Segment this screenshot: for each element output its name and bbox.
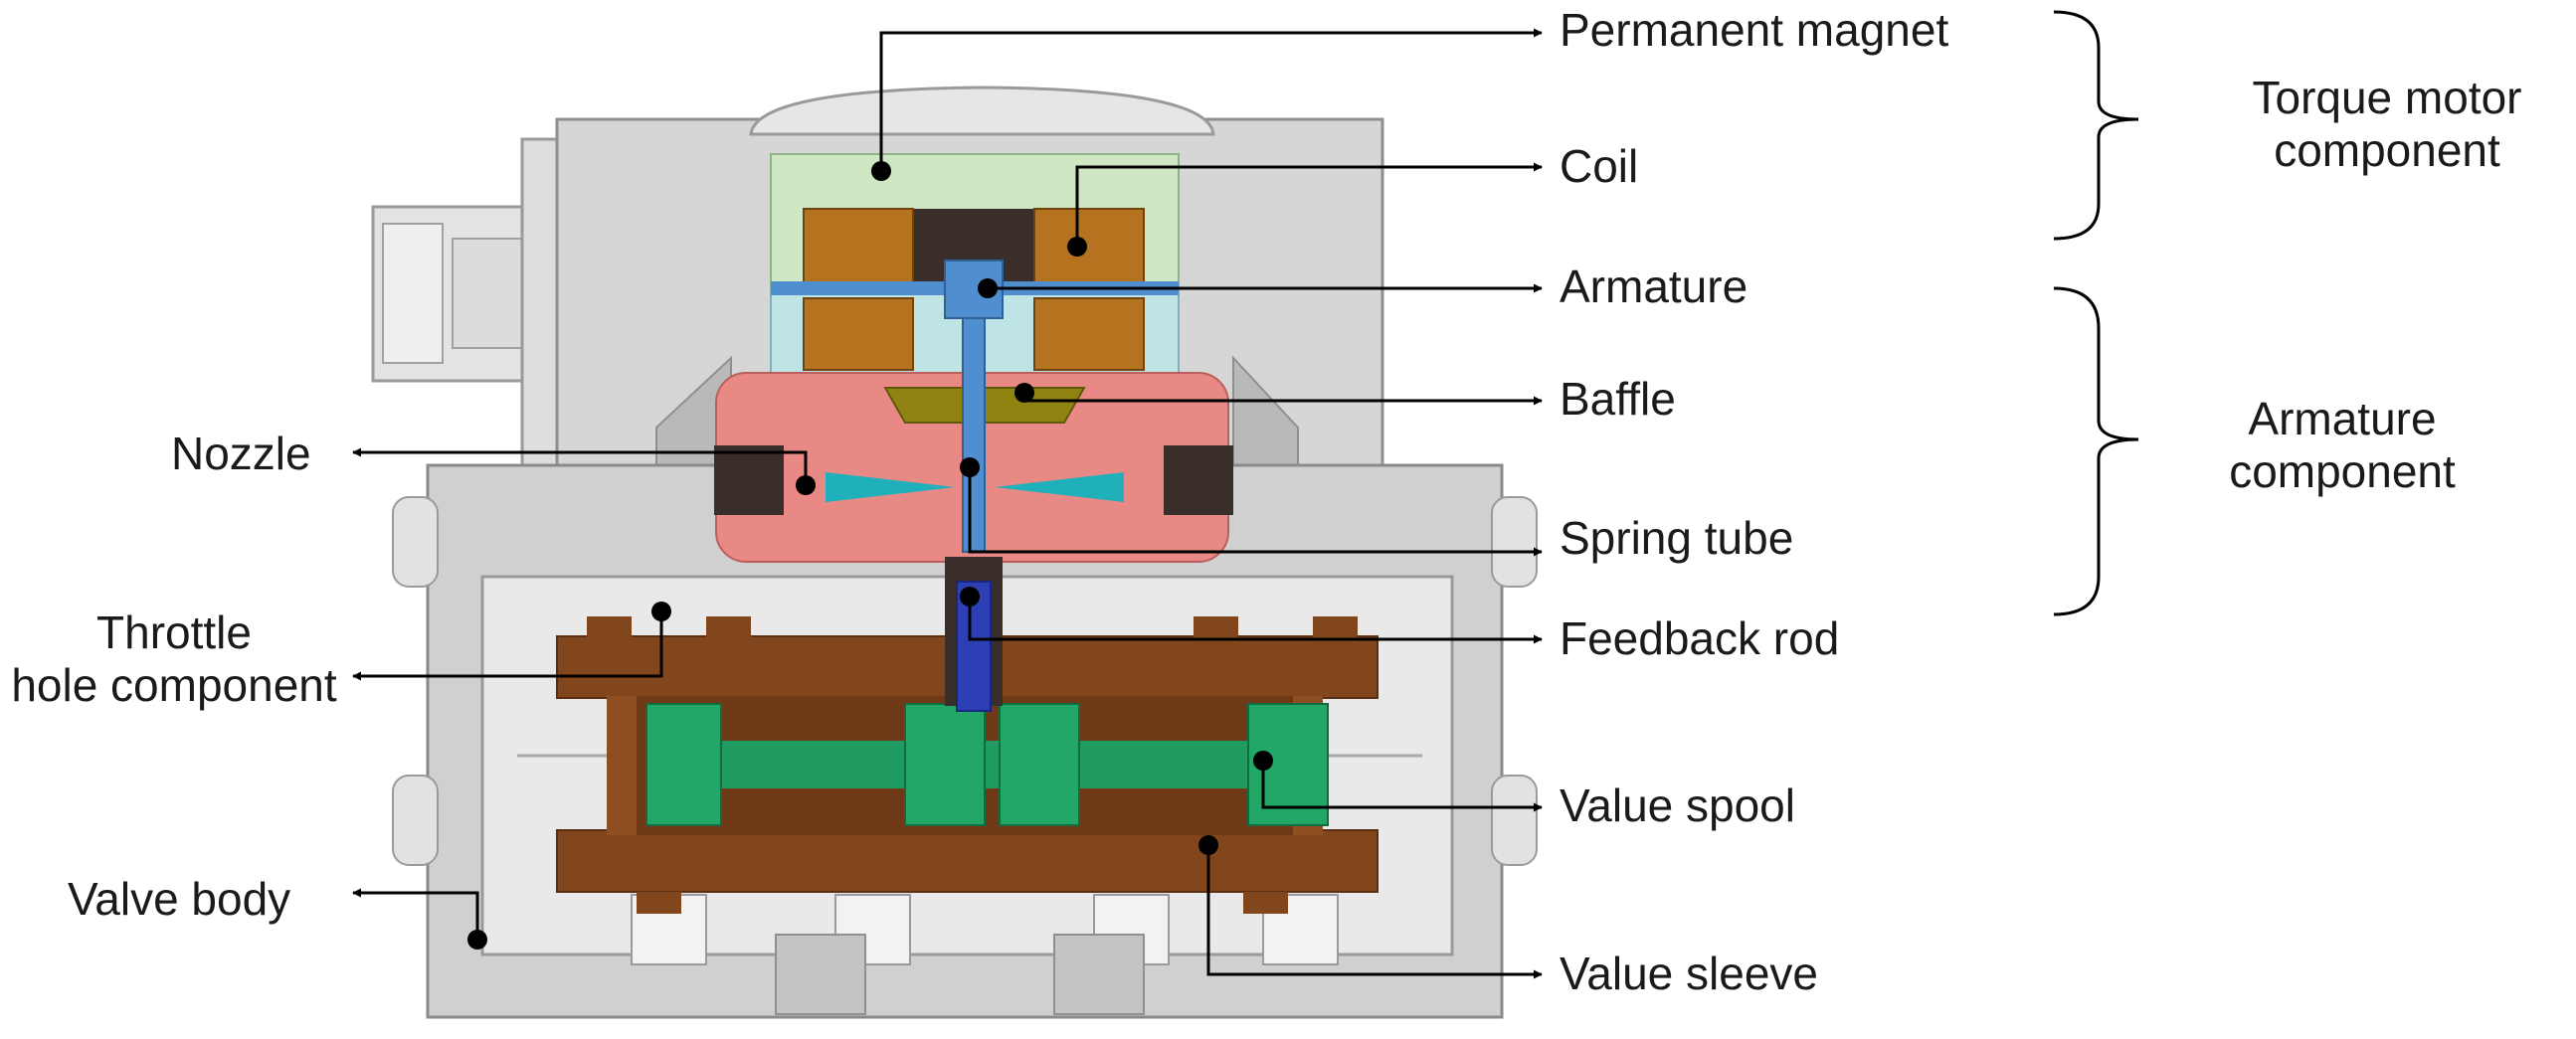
anchor-dots [467,161,1273,950]
label-throttle-hole: Throttle hole component [5,606,343,713]
label-value-spool: Value spool [1560,779,1795,831]
label-armature: Armature [1560,260,1748,312]
leader-valve-body [352,888,479,940]
group-label-armature-component: Armature component [2163,393,2521,499]
group-label-torque-motor-line2: component [2274,124,2500,177]
label-nozzle: Nozzle [171,428,311,479]
label-throttle-hole-line2: hole component [11,659,337,712]
group-label-armature-line1: Armature [2248,393,2437,444]
valve-spool [645,703,1329,826]
group-label-torque-motor: Torque motor component [2208,72,2566,178]
label-baffle: Baffle [1560,373,1676,425]
leader-permanent-magnet [879,28,1543,171]
leader-spring-tube [968,467,1543,557]
label-value-sleeve: Value sleeve [1560,948,1818,999]
label-coil: Coil [1560,140,1639,192]
leader-throttle-hole [352,611,663,681]
leader-feedback-rod [968,597,1543,644]
leader-coil [1075,162,1543,247]
label-feedback-rod: Feedback rod [1560,612,1840,664]
label-permanent-magnet: Permanent magnet [1560,4,1949,56]
leader-value-sleeve [1206,845,1543,979]
leader-lines [352,28,1543,979]
label-valve-body: Valve body [68,873,291,925]
label-spring-tube: Spring tube [1560,512,1794,564]
group-label-torque-motor-line1: Torque motor [2252,72,2522,123]
brace-torque-motor [2053,10,2139,241]
label-throttle-hole-line1: Throttle [96,606,252,658]
leader-nozzle [352,447,808,485]
leader-value-spool [1261,761,1543,812]
group-braces [2053,10,2139,616]
brace-armature [2053,286,2139,616]
group-label-armature-line2: component [2229,445,2456,498]
